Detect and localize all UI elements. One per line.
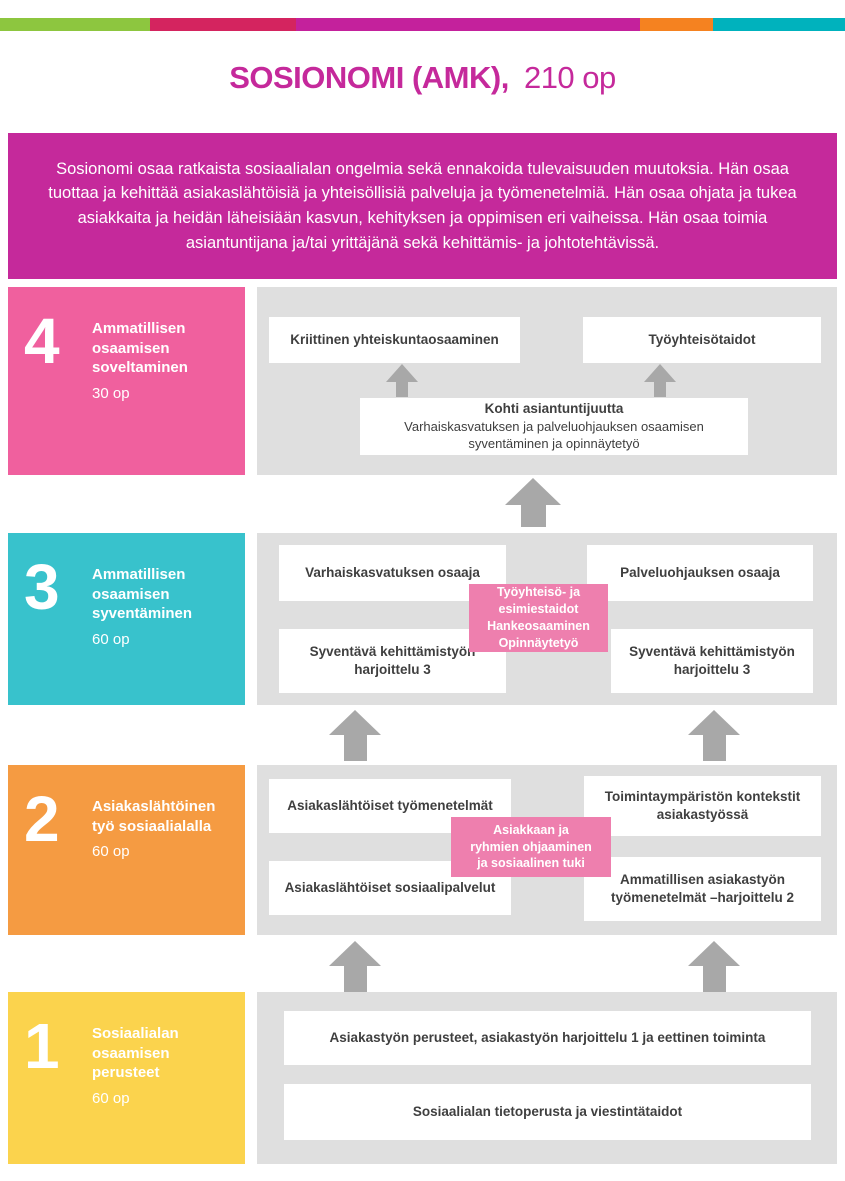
course-box-toimintaympariston-kontekstit: Toimintaympäristön kontekstit asiakastyö… — [584, 776, 821, 836]
arrow-stem — [702, 735, 726, 761]
course-box-kohti-asiantuntijuutta: Kohti asiantuntijuutta Varhaiskasvatukse… — [360, 398, 748, 455]
course-box-tyoyhteisotaidot: Työyhteisötaidot — [583, 317, 821, 363]
level-1-text: Sosiaalialan osaamisen perusteet 60 op — [86, 1018, 237, 1164]
arrow-stem — [343, 735, 367, 761]
level-4-credits: 30 op — [92, 384, 130, 402]
level-4-text: Ammatillisen osaamisen soveltaminen 30 o… — [86, 313, 237, 475]
degree-name: SOSIONOMI (AMK), — [229, 60, 509, 95]
level-3-title: Ammatillisen osaamisen syventäminen — [92, 566, 193, 622]
connector-line: ryhmien ohjaaminen — [470, 839, 592, 854]
level-4-block: 4 Ammatillisen osaamisen soveltaminen 30… — [8, 287, 245, 475]
level-3-text: Ammatillisen osaamisen syventäminen 60 o… — [86, 559, 237, 705]
up-arrow-icon — [329, 710, 381, 761]
course-box-asiakaslahtoiset-tyomenetelmat: Asiakaslähtöiset työmenetelmät — [269, 779, 511, 833]
stripe-segment-orange — [640, 18, 714, 31]
level-2-credits: 60 op — [92, 843, 130, 860]
degree-credits: 210 op — [523, 60, 616, 95]
level-1-block: 1 Sosiaalialan osaamisen perusteet 60 op — [8, 992, 245, 1164]
up-arrow-icon — [688, 710, 740, 761]
level-1-number: 1 — [24, 1010, 60, 1082]
arrow-head — [688, 710, 740, 735]
up-arrow-icon — [329, 941, 381, 992]
page-title: SOSIONOMI (AMK), 210 op — [0, 60, 845, 96]
level-4-number: 4 — [24, 305, 60, 377]
up-arrow-icon — [644, 364, 676, 397]
arrow-head — [329, 710, 381, 735]
arrow-stem — [343, 966, 367, 992]
intro-box: Sosionomi osaa ratkaista sosiaalialan on… — [8, 133, 837, 279]
connector-line: ja sosiaalinen tuki — [477, 856, 585, 871]
course-box-syventava-harjoittelu-left: Syventävä kehittämistyön harjoittelu 3 — [279, 629, 506, 693]
connector-line: esimiestaidot — [498, 602, 579, 617]
stripe-segment-green — [0, 18, 151, 31]
arrow-head — [688, 941, 740, 966]
connector-line: Hankeosaaminen — [487, 619, 590, 633]
course-box-kriittinen-yhteiskuntaosaaminen: Kriittinen yhteiskuntaosaaminen — [269, 317, 520, 363]
level-4-title: Ammatillisen osaamisen soveltaminen — [92, 320, 188, 376]
arrow-stem — [396, 382, 408, 397]
level-1-title: Sosiaalialan osaamisen perusteet — [92, 1025, 179, 1081]
course-box-syventava-harjoittelu-right: Syventävä kehittämistyön harjoittelu 3 — [611, 629, 813, 693]
level-2-number: 2 — [24, 783, 60, 855]
kohti-title: Kohti asiantuntijuutta — [484, 400, 624, 416]
course-box-varhaiskasvatuksen-osaaja: Varhaiskasvatuksen osaaja — [279, 545, 506, 601]
arrow-head — [386, 364, 418, 382]
connector-box-tyoyhteiso: Työyhteisö- ja esimiestaidot Hankeosaami… — [469, 584, 608, 652]
stripe-segment-crimson — [150, 18, 296, 31]
up-arrow-icon — [386, 364, 418, 397]
course-box-asiakastyon-perusteet: Asiakastyön perusteet, asiakastyön harjo… — [284, 1011, 811, 1065]
stripe-segment-magenta — [295, 18, 641, 31]
arrow-head — [329, 941, 381, 966]
up-arrow-icon — [505, 478, 561, 527]
level-1-credits: 60 op — [92, 1089, 130, 1107]
level-2-text: Asiakaslähtöinen työ sosiaalialalla 60 o… — [86, 791, 237, 935]
level-3-credits: 60 op — [92, 630, 130, 648]
arrow-stem — [520, 505, 546, 527]
course-box-palveluohjauksen-osaaja: Palveluohjauksen osaaja — [587, 545, 813, 601]
connector-line: Opinnäytetyö — [498, 635, 579, 650]
arrow-stem — [654, 382, 666, 397]
up-arrow-icon — [688, 941, 740, 992]
connector-line: Työyhteisö- ja — [496, 585, 581, 600]
level-3-block: 3 Ammatillisen osaamisen syventäminen 60… — [8, 533, 245, 705]
course-box-sosiaalialan-tietoperusta: Sosiaalialan tietoperusta ja viestintäta… — [284, 1084, 811, 1140]
kohti-subtitle: Varhaiskasvatuksen ja palveluohjauksen o… — [404, 419, 704, 452]
connector-line: Asiakkaan ja — [493, 822, 569, 837]
level-2-block: 2 Asiakaslähtöinen työ sosiaalialalla 60… — [8, 765, 245, 935]
arrow-head — [644, 364, 676, 382]
stripe-segment-teal — [713, 18, 845, 31]
intro-text: Sosionomi osaa ratkaista sosiaalialan on… — [48, 159, 797, 252]
arrow-head — [505, 478, 561, 505]
course-box-ammatillisen-asiakastyon: Ammatillisen asiakastyön työmenetelmät –… — [584, 857, 821, 921]
level-2-title: Asiakaslähtöinen työ sosiaalialalla — [92, 798, 216, 835]
connector-box-asiakkaan-ohjaaminen: Asiakkaan ja ryhmien ohjaaminen ja sosia… — [451, 817, 611, 877]
arrow-stem — [702, 966, 726, 992]
level-3-number: 3 — [24, 551, 60, 623]
decorative-stripe — [0, 18, 845, 31]
